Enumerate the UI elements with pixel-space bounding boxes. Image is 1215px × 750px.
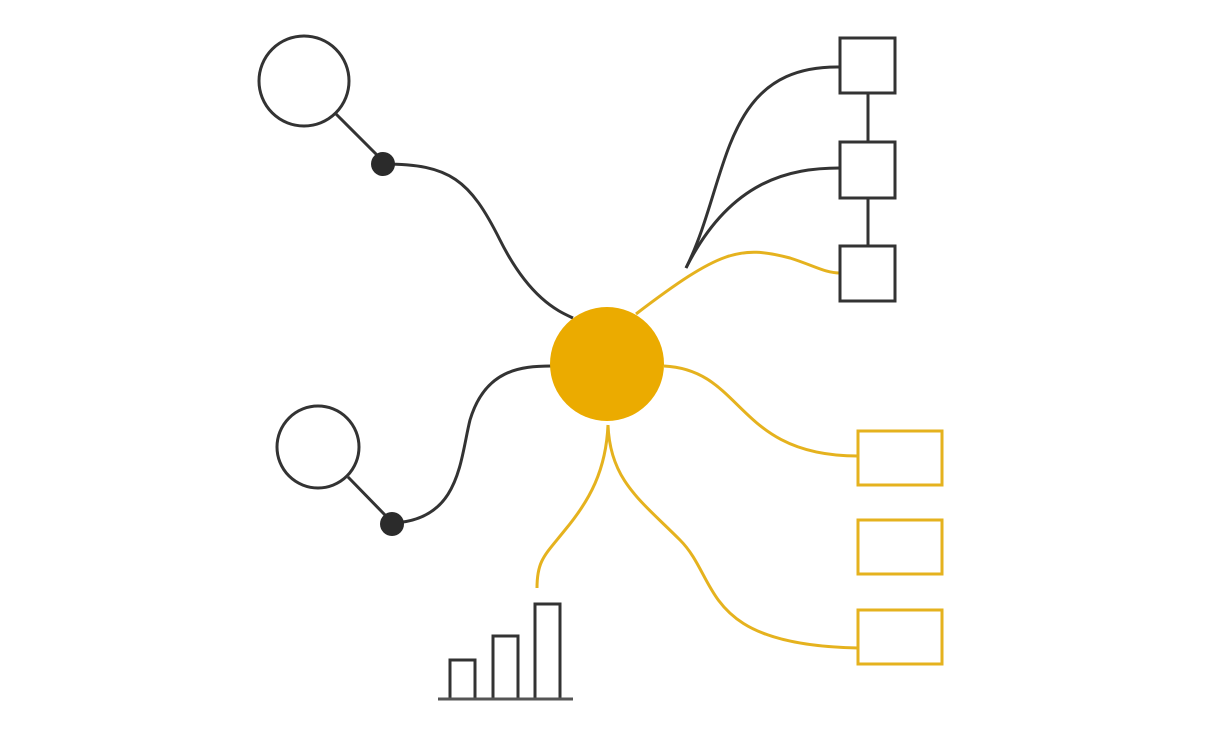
- bottom-right-connectors: [535, 364, 859, 650]
- connector-box-1: [684, 65, 841, 269]
- connector-dot-top-icon: [371, 152, 395, 176]
- left-node-top: [257, 34, 395, 176]
- bar-chart-bar-3: [533, 602, 562, 701]
- bar-chart-icon: [438, 602, 573, 701]
- connector-left-bottom: [392, 364, 553, 525]
- magnifier-top-handle: [334, 112, 380, 158]
- connector-left-top: [383, 162, 574, 320]
- magnifier-top-icon: [257, 34, 351, 128]
- square-box-1: [838, 36, 897, 95]
- magnifier-bottom-handle: [346, 475, 388, 518]
- right-accent-boxes: [856, 429, 944, 666]
- magnifier-bottom-icon: [275, 404, 361, 490]
- square-box-2: [838, 140, 897, 200]
- connector-accent-box-1: [663, 364, 859, 458]
- top-right-connectors: [635, 65, 870, 316]
- connector-accent-box-3: [606, 424, 859, 650]
- connector-box-2: [684, 166, 841, 269]
- connector-dot-bottom-icon: [380, 512, 404, 536]
- bar-chart-bar-2: [491, 634, 520, 701]
- right-dark-boxes: [838, 36, 897, 303]
- left-connectors: [383, 162, 574, 525]
- center-hub-icon: [550, 307, 664, 421]
- connector-box-3: [635, 250, 841, 316]
- bar-chart-bar-1: [448, 658, 477, 701]
- accent-box-3: [856, 608, 944, 666]
- accent-box-1: [856, 429, 944, 487]
- square-box-3: [838, 244, 897, 303]
- left-node-bottom: [275, 404, 404, 536]
- connector-chart: [535, 424, 610, 589]
- accent-box-2: [856, 518, 944, 576]
